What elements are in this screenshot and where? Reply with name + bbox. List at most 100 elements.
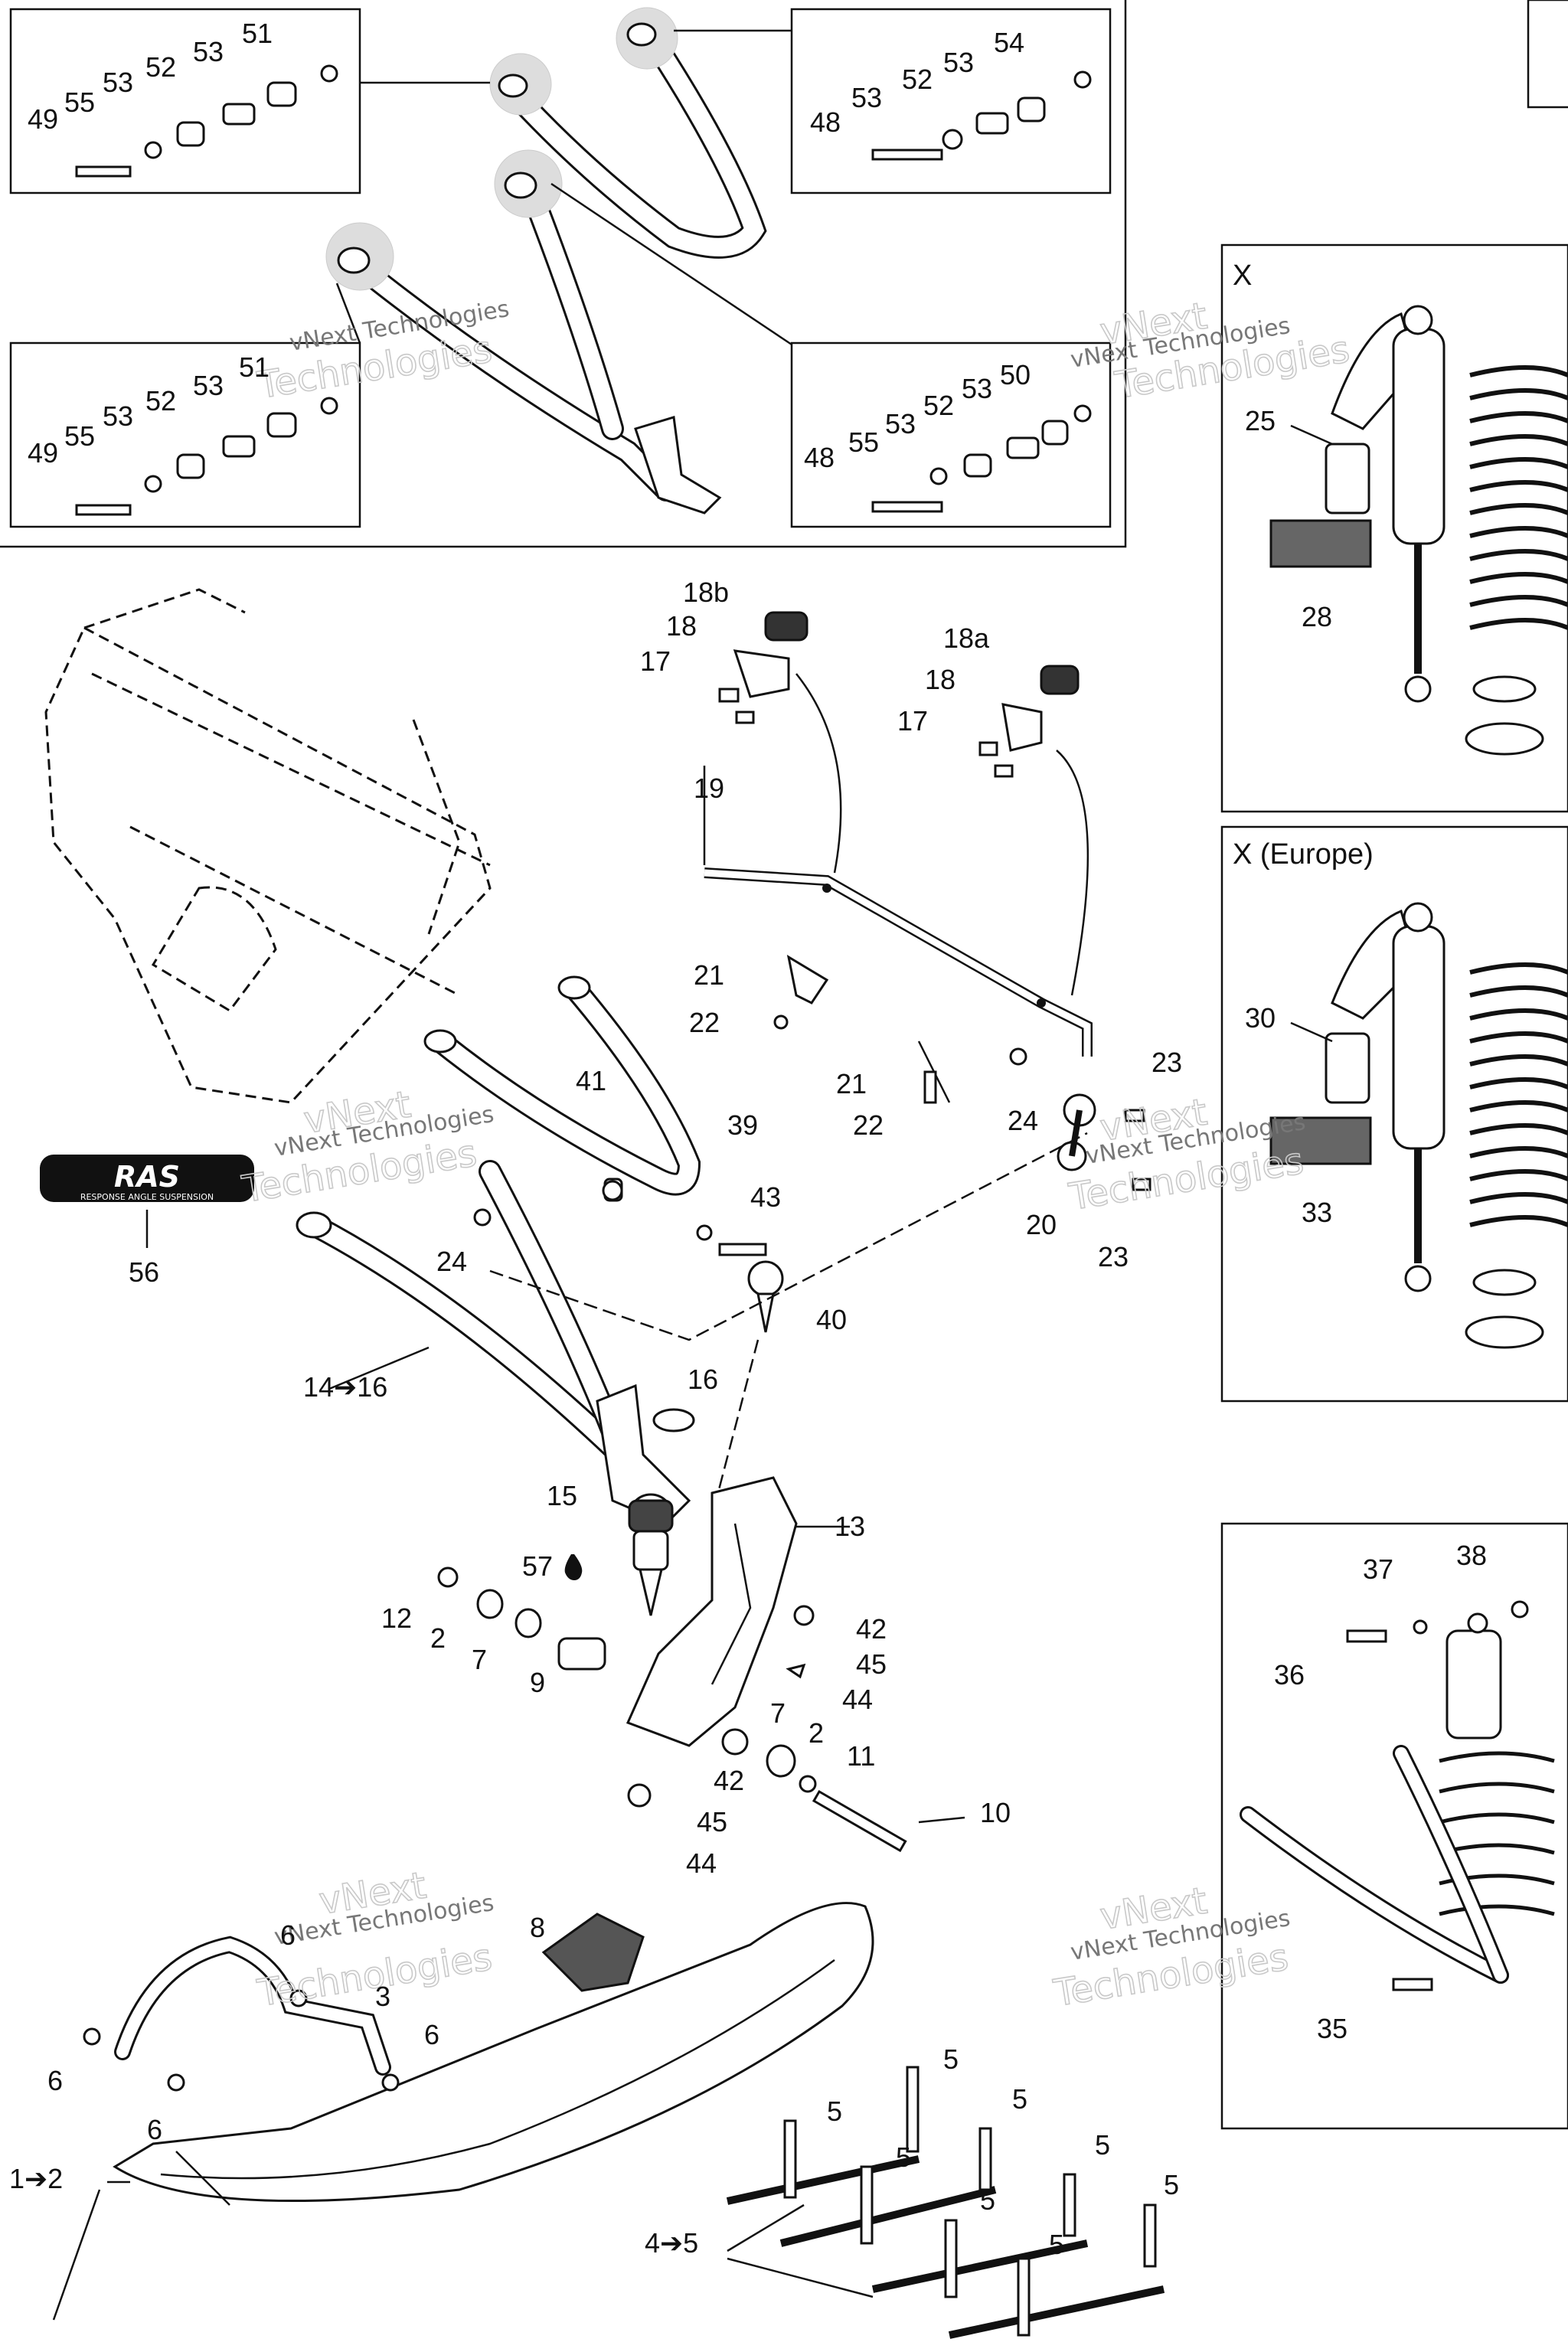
callout-6: 6 (47, 2065, 63, 2096)
shock-install-panel (1220, 1522, 1568, 2130)
ras-logo-subtext: RESPONSE ANGLE SUSPENSION (80, 1192, 214, 1202)
clip-21 (786, 954, 829, 1004)
callout-18b: 18b (683, 577, 729, 608)
callout-35: 35 (1317, 2013, 1348, 2044)
callout-53: 53 (103, 400, 133, 432)
callout-6: 6 (280, 1919, 296, 1951)
callout-53: 53 (193, 370, 224, 401)
bushing-2-right (766, 1744, 796, 1778)
callout-53: 53 (193, 36, 224, 67)
callout-49: 49 (28, 437, 58, 469)
callout-2: 2 (808, 1717, 824, 1749)
callout-22: 22 (689, 1007, 720, 1038)
callout-19: 19 (694, 773, 724, 804)
callout-53: 53 (103, 67, 133, 98)
sway-bar (704, 673, 1093, 1057)
ski-handle-3 (114, 1936, 391, 2076)
shock-installed (1240, 1600, 1555, 1991)
callout-22: 22 (853, 1109, 884, 1141)
drop-icon (564, 1554, 583, 1580)
callout-8: 8 (530, 1912, 545, 1943)
callout-40: 40 (816, 1304, 847, 1335)
callout-38: 38 (1456, 1540, 1487, 1571)
callout-11: 11 (847, 1740, 875, 1772)
part-callouts: 49 55 53 52 53 51 48 53 52 53 54 49 55 5… (9, 18, 1487, 2260)
callout-21: 21 (836, 1068, 867, 1099)
callout-53: 53 (885, 408, 916, 439)
callout-5: 5 (1012, 2083, 1027, 2115)
nut-24-left (473, 1208, 492, 1227)
callout-55: 55 (64, 420, 95, 452)
callout-28: 28 (1302, 601, 1332, 632)
callout-36: 36 (1274, 1659, 1305, 1690)
section-header-x-europe: X (Europe) (1233, 838, 1374, 871)
spacer-7-right (721, 1728, 749, 1756)
callout-10: 10 (980, 1797, 1011, 1828)
callout-18: 18 (666, 610, 697, 642)
callout-25: 25 (1245, 405, 1276, 436)
top-region-border (0, 0, 1127, 548)
pin-22 (923, 1070, 937, 1104)
callout-24: 24 (436, 1246, 467, 1277)
callout-18a: 18a (943, 622, 990, 654)
callout-16: 16 (688, 1364, 718, 1395)
callout-15: 15 (547, 1480, 577, 1511)
spindle-13 (626, 1476, 798, 1747)
ras-logo: RAS RESPONSE ANGLE SUSPENSION (40, 1155, 254, 1202)
callout-55: 55 (848, 426, 879, 458)
nut-24-right (1009, 1047, 1027, 1066)
nut-22 (773, 1014, 789, 1030)
callout-53: 53 (962, 373, 992, 404)
shock-x-europe (1269, 902, 1568, 1349)
washer-43 (696, 1224, 713, 1241)
pin-44-upper (786, 1663, 806, 1679)
callout-49: 49 (28, 103, 58, 135)
ras-logo-plate (40, 1155, 254, 1202)
callout-54: 54 (994, 27, 1024, 58)
callout-5: 5 (980, 2184, 995, 2216)
hardware-box-4 (871, 404, 1092, 513)
bushing-2-left (476, 1589, 504, 1619)
sleeve-9 (557, 1637, 606, 1671)
bracket-18-lower (978, 703, 1043, 778)
nut-45-lower (627, 1783, 652, 1808)
callout-5: 5 (1049, 2229, 1064, 2260)
callout-5: 5 (1095, 2129, 1110, 2161)
section-header-x: X (1233, 260, 1252, 292)
wear-pad-8 (541, 1913, 645, 1992)
assembly-line (489, 1132, 1088, 1341)
callout-53: 53 (943, 47, 974, 78)
callout-23: 23 (1098, 1241, 1129, 1272)
ski (113, 1902, 874, 2206)
washer-11 (799, 1775, 817, 1793)
callout-30: 30 (1245, 1002, 1276, 1034)
callout-23: 23 (1152, 1047, 1182, 1078)
nut-42-upper (793, 1605, 815, 1626)
detail-box-lower-left (9, 341, 361, 528)
callout-5: 5 (943, 2043, 959, 2075)
ras-logo-text: RAS (114, 1160, 180, 1194)
callout-18: 18 (925, 664, 956, 695)
tie-rod-end-40 (718, 1243, 784, 1333)
callout-41: 41 (576, 1065, 606, 1096)
callout-20: 20 (1026, 1209, 1057, 1240)
callout-9: 9 (530, 1667, 545, 1698)
callout-50: 50 (1000, 359, 1031, 390)
sway-link-20 (1057, 1093, 1152, 1191)
callout-52: 52 (145, 385, 176, 416)
detail-box-lower-right (790, 341, 1112, 528)
callout-6: 6 (147, 2114, 162, 2145)
callout-7: 7 (472, 1644, 487, 1675)
callout-14-16: 14➔16 (303, 1371, 387, 1403)
shock-x (1269, 305, 1568, 756)
callout-4-5: 4➔5 (645, 2227, 698, 2259)
shock-panel-x (1220, 243, 1568, 813)
hardware-box-3 (75, 397, 338, 516)
bushing-18a (1040, 665, 1080, 695)
lower-a-arm-detail (325, 149, 722, 514)
callout-5: 5 (896, 2141, 911, 2173)
callout-7: 7 (770, 1697, 786, 1729)
bolt-10 (812, 1789, 907, 1853)
callout-5: 5 (1164, 2169, 1179, 2200)
